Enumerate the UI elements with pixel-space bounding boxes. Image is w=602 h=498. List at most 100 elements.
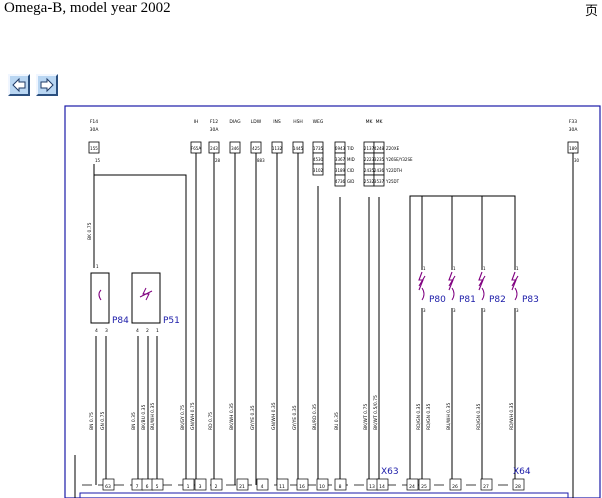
sensor-symbol-icon — [418, 271, 426, 291]
terminal-box-label: 1445 — [293, 146, 304, 151]
connector-pin-box — [334, 478, 347, 491]
sensor-symbol-icon — [448, 271, 456, 291]
terminal-box-label: 3367 — [335, 157, 346, 162]
wire-label: BN 0.75 — [89, 412, 95, 430]
wire-label: GY/YE 0.35 — [250, 405, 256, 430]
terminal-label: INS — [273, 119, 281, 125]
terminal-box-label: 2137 — [364, 146, 375, 151]
connector-pin-box — [182, 478, 195, 491]
wire-label: GN/WH 0.75 — [190, 402, 196, 430]
wire-label: RD 0.75 — [208, 412, 214, 430]
component-pin: 4 — [95, 328, 98, 334]
wire-label: BK/WT 0.5/0.75 — [373, 395, 379, 430]
wire-label: RD/GN 0.35 — [476, 403, 482, 430]
terminal-box — [334, 174, 346, 187]
terminal-box — [190, 141, 202, 154]
sensor-symbol-icon — [421, 287, 425, 301]
terminal-box — [312, 163, 324, 176]
wire-label: BK/BU 0.35 — [141, 404, 147, 430]
terminal-label: 30A — [210, 127, 220, 133]
terminal-box-label: 4736 — [335, 179, 346, 184]
component-pin: 2 — [146, 328, 149, 334]
terminal-box — [229, 141, 241, 154]
diagram-frame — [64, 105, 601, 498]
component-label: P81 — [459, 295, 476, 305]
component-pin: 1 — [483, 266, 486, 271]
terminal-box-label: 4248 — [374, 146, 385, 151]
connector-pin: 3 — [199, 484, 202, 490]
terminal-box — [373, 174, 385, 187]
terminal-label: WEG — [313, 119, 324, 125]
connector-label: X63 — [381, 467, 399, 477]
component-pin: 1 — [453, 266, 456, 271]
wire-label: BK/WT 0.75 — [363, 404, 369, 430]
wire-label: BU/RD 0.35 — [312, 404, 318, 430]
terminal-box-label: 425 — [252, 146, 260, 151]
forward-button[interactable] — [36, 74, 58, 96]
connector-pin: 14 — [379, 484, 385, 490]
terminal-label: F33 — [569, 119, 577, 125]
connector-pin-box — [194, 478, 207, 491]
terminal-box-label: 3235 — [374, 157, 385, 162]
connector-pin-box — [376, 478, 389, 491]
wire-label: RD/GN 0.35 — [426, 403, 432, 430]
sensor-symbol-icon — [139, 287, 153, 301]
component-pin: 3 — [483, 308, 486, 313]
terminal-tag: Y22DTH — [385, 168, 402, 173]
component-pin: 1 — [423, 266, 426, 271]
sensor-symbol-icon — [511, 271, 519, 291]
sensor-symbol-icon — [451, 287, 455, 301]
component-p51-box — [131, 272, 161, 324]
back-button[interactable] — [8, 74, 30, 96]
terminal-box — [250, 141, 262, 154]
wire-label: BK/WH 0.35 — [229, 403, 235, 430]
terminal-tag: TID — [346, 146, 354, 151]
page-mark: 页 — [584, 4, 598, 19]
terminal-pin: 30 — [574, 158, 580, 163]
connector-pin-box — [480, 478, 493, 491]
connector-pin-box — [449, 478, 462, 491]
wire-label: BK 0.75 — [87, 222, 93, 240]
terminal-box-label: 2223 — [364, 157, 375, 162]
terminal-box — [88, 141, 100, 154]
arrow-right-icon — [40, 77, 54, 93]
connector-pin: 16 — [299, 484, 305, 490]
sensor-symbol-icon — [481, 287, 485, 301]
connector-pin: 63 — [105, 484, 111, 490]
wire-label: BU/WH 0.35 — [446, 403, 452, 430]
terminal-pin: 883 — [257, 158, 265, 163]
terminal-label: IH — [194, 119, 199, 125]
terminal-label: 30A — [90, 127, 100, 133]
sensor-symbol-icon — [514, 287, 518, 301]
wire-label: GN 0.75 — [100, 412, 106, 430]
connector-pin-box — [236, 478, 249, 491]
connector-pin-box — [151, 478, 164, 491]
connector-pin-box — [256, 478, 269, 491]
terminal-box-label: 2436 — [374, 168, 385, 173]
connector-pin: 24 — [409, 484, 415, 490]
terminal-tag: GID — [347, 179, 354, 184]
terminal-box-label: 1735 — [313, 146, 324, 151]
connector-pin: 1 — [187, 484, 190, 490]
terminal-box-label: 1132 — [272, 146, 283, 151]
connector-pin: 13 — [369, 484, 375, 490]
wire-label: GN/WH 0.35 — [271, 402, 277, 430]
connector-pin: 8 — [339, 484, 342, 490]
terminal-box-label: 6943 — [335, 146, 346, 151]
component-pin: 3 — [423, 308, 426, 313]
terminal-box — [567, 141, 579, 154]
connector-pin: 6 — [146, 484, 149, 490]
component-label: P83 — [522, 295, 539, 305]
terminal-box-label: F65A — [191, 146, 201, 151]
component-pin: 1 — [156, 328, 159, 334]
terminal-label: HSH — [293, 119, 303, 125]
connector-label: X64 — [513, 467, 531, 477]
component-pin: 4 — [136, 328, 139, 334]
connector-pin: 10 — [319, 484, 325, 490]
connector-pin-box — [418, 478, 431, 491]
terminal-label: F12 — [210, 119, 218, 125]
terminal-box-label: 2532 — [364, 179, 375, 184]
connector-pin: 25 — [421, 484, 427, 490]
sensor-symbol-icon — [98, 289, 102, 301]
component-pin: 1 — [516, 266, 519, 271]
